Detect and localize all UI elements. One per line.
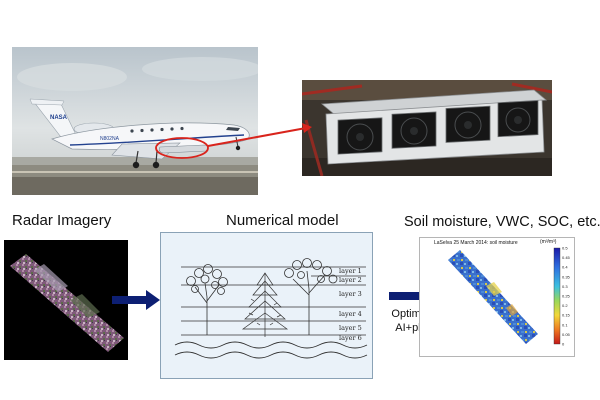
radar-to-model-arrow xyxy=(112,290,160,310)
layer-3-label: layer 3 xyxy=(339,290,362,298)
colorbar-tick-label: 0.15 xyxy=(562,313,571,318)
colorbar-tick-label: 0.45 xyxy=(562,255,571,260)
pod-highlight-ellipse xyxy=(155,137,209,159)
layer-2-label: layer 2 xyxy=(339,276,362,284)
soil-moisture-swath xyxy=(448,250,538,344)
map-units: (m³/m³) xyxy=(540,239,557,245)
registration-text: N802NA xyxy=(100,136,120,142)
soil-moisture-map: LaSelva 25 March 2014: soil moisture (m³… xyxy=(419,237,575,357)
radar-imagery-label: Radar Imagery xyxy=(12,212,112,229)
colorbar-tick-label: 0.5 xyxy=(562,246,568,251)
layer-1-label: layer 1 xyxy=(339,267,362,275)
radar-swath xyxy=(10,254,124,352)
tail-logo-text: NASA xyxy=(50,115,68,121)
colorbar-tick-label: 0.1 xyxy=(562,322,568,327)
colorbar-ticks: 0.5 0.45 0.4 0.35 0.3 0.25 0.2 0.15 0.1 0.05 0 xyxy=(562,246,571,347)
colorbar-tick-label: 0.05 xyxy=(562,332,571,337)
middle-conifer-sketch xyxy=(241,272,289,337)
layer-5-label: layer 5 xyxy=(339,324,362,332)
radar-pod-photo xyxy=(302,80,552,176)
aircraft-photo: NASA N802NA xyxy=(12,47,258,195)
colorbar-tick-label: 0.4 xyxy=(562,265,568,270)
numerical-model-label: Numerical model xyxy=(226,212,339,229)
colorbar-tick-label: 0.2 xyxy=(562,303,568,308)
radar-image-panel xyxy=(4,240,128,360)
soil-moisture-label: Soil moisture, VWC, SOC, etc. xyxy=(404,214,600,230)
colorbar-tick-label: 0.35 xyxy=(562,274,571,279)
right-tree-sketch xyxy=(284,258,338,335)
layer-4-label: layer 4 xyxy=(339,310,362,318)
layer-6-label: layer 6 xyxy=(339,334,362,342)
colorbar xyxy=(553,247,561,345)
colorbar-tick-label: 0.25 xyxy=(562,294,571,299)
colorbar-tick-label: 0 xyxy=(562,342,565,347)
map-title: LaSelva 25 March 2014: soil moisture xyxy=(434,240,518,246)
colorbar-tick-label: 0.3 xyxy=(562,284,568,289)
numerical-model-diagram: layer 1 layer 2 layer 3 layer 4 layer 5 … xyxy=(160,232,373,379)
left-tree-sketch xyxy=(186,264,228,335)
